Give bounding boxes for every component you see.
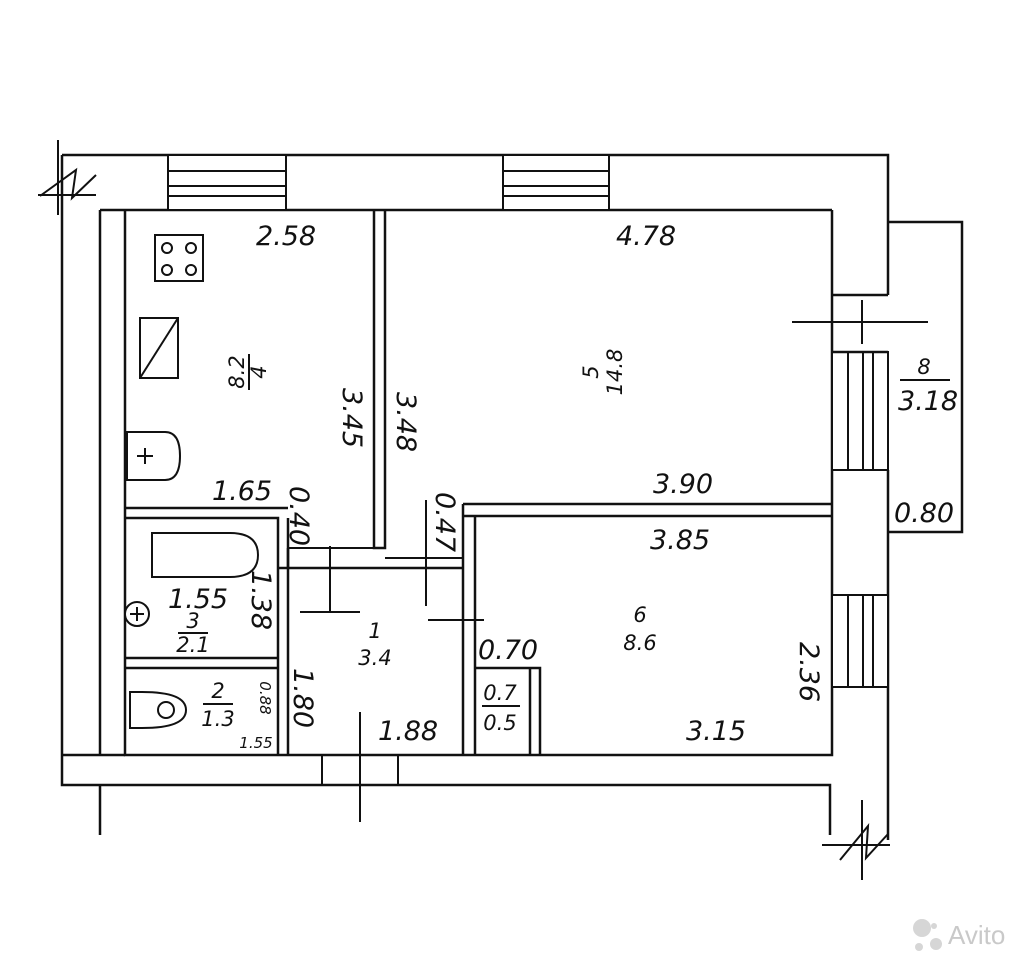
dim-bath-height: 1.38 bbox=[245, 570, 276, 630]
avito-logo-icon bbox=[913, 919, 942, 951]
break-symbol-bottom-right bbox=[822, 800, 890, 880]
window-right-lower bbox=[831, 594, 889, 688]
stove-icon bbox=[154, 234, 204, 282]
bathtub-icon bbox=[151, 532, 260, 578]
room-area: 1.3 bbox=[201, 707, 234, 731]
room-number: 6 bbox=[633, 603, 646, 627]
room-label-6: 6 8.6 bbox=[623, 603, 656, 655]
dim-closet-width: 0.70 bbox=[478, 635, 538, 666]
dim-bath-width: 1.55 bbox=[168, 584, 228, 615]
dim-partition-047: 0.47 bbox=[429, 492, 460, 552]
room-number: 5 bbox=[579, 365, 603, 378]
dim-hall-width: 1.88 bbox=[378, 716, 438, 747]
dim-kitchen-height: 3.45 bbox=[336, 388, 367, 448]
room-area: 3.18 bbox=[898, 386, 958, 417]
sink-icon bbox=[126, 431, 182, 481]
break-symbol-top-left bbox=[38, 140, 97, 215]
interior-partitions bbox=[125, 210, 832, 822]
dim-hall-height: 1.80 bbox=[287, 668, 318, 728]
room-number: 3 bbox=[186, 609, 199, 633]
room-number: 4 bbox=[247, 365, 271, 378]
dim-kitchen-lower-width: 1.65 bbox=[212, 476, 272, 507]
room-area: 14.8 bbox=[603, 349, 627, 396]
dim-balcony-width: 0.80 bbox=[894, 498, 954, 529]
room-number: 2 bbox=[211, 679, 224, 703]
balcony bbox=[792, 220, 964, 534]
room-area: 3.4 bbox=[358, 646, 391, 670]
closet-number: 0.7 bbox=[483, 681, 517, 705]
dim-living-height: 3.48 bbox=[390, 392, 421, 452]
dim-partition-040: 0.40 bbox=[283, 486, 314, 546]
dim-living-width: 4.78 bbox=[616, 221, 676, 252]
room-number: 8 bbox=[917, 355, 930, 379]
window-right-upper bbox=[831, 351, 889, 471]
room-area: 2.1 bbox=[176, 633, 209, 657]
closet-label: 0.7 0.5 bbox=[482, 681, 520, 735]
dim-bedroom-lower-width: 3.15 bbox=[686, 716, 746, 747]
room-label-3: 3 2.1 bbox=[176, 609, 209, 657]
dim-bedroom-width: 3.85 bbox=[650, 525, 710, 556]
dim-kitchen-width: 2.58 bbox=[256, 221, 316, 252]
dim-bedroom-height: 2.36 bbox=[793, 642, 824, 702]
room-area: 8.6 bbox=[623, 631, 656, 655]
room-label-1: 1 3.4 bbox=[358, 619, 391, 670]
room-label-8: 8 3.18 bbox=[898, 355, 958, 417]
cabinet-icon bbox=[139, 317, 179, 379]
room-label-2: 2 1.3 bbox=[201, 679, 234, 731]
room-label-4: 4 8.2 bbox=[225, 354, 271, 390]
outer-walls bbox=[60, 153, 890, 840]
room-number: 1 bbox=[368, 619, 381, 643]
room-area: 8.2 bbox=[225, 355, 249, 388]
dim-wc-height: 0.88 bbox=[256, 681, 274, 714]
toilet-icon bbox=[129, 691, 188, 729]
window-top-left bbox=[167, 154, 287, 211]
dim-wc-width: 1.55 bbox=[239, 734, 272, 752]
dim-living-lower-width: 3.90 bbox=[653, 469, 713, 500]
room-label-5: 5 14.8 bbox=[579, 349, 627, 396]
washbasin-icon bbox=[124, 601, 150, 627]
window-top-middle bbox=[502, 154, 610, 211]
closet-area: 0.5 bbox=[483, 711, 516, 735]
watermark-text: Avito bbox=[948, 920, 1005, 950]
